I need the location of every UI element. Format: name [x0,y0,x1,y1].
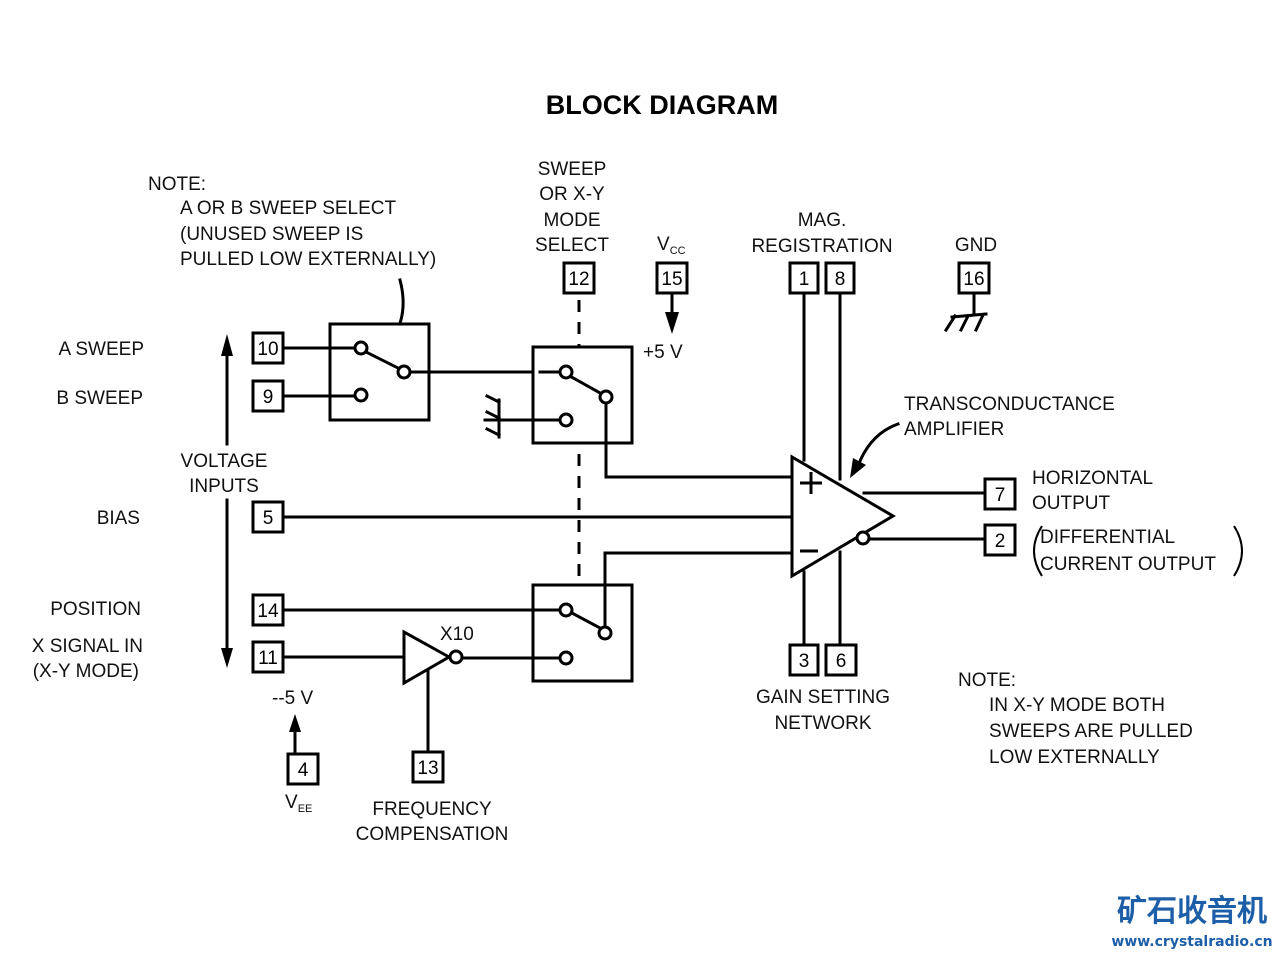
pin-13: 13 [411,750,445,784]
svg-text:IN X-Y MODE BOTH: IN X-Y MODE BOTH [989,695,1165,716]
paren-right [1233,525,1243,577]
svg-text:12: 12 [568,269,589,290]
pin-9: 9 [251,379,285,413]
transconductance-amplifier-icon [790,454,896,579]
pin-16: 16 [957,261,991,295]
svg-text:8: 8 [835,269,846,290]
svg-text:SELECT: SELECT [535,235,609,256]
pin-7: 7 [983,477,1017,511]
gain-setting-label: GAIN SETTING [756,687,890,708]
svg-text:4: 4 [298,760,309,781]
svg-text:16: 16 [963,269,984,290]
ground-icon [943,291,988,333]
horizontal-output-label: OUTPUT [1032,493,1111,514]
freq-comp-label: FREQUENCY [372,799,492,820]
pin-14: 14 [251,593,285,627]
pin-3: 3 [788,643,820,677]
svg-text:LOW EXTERNALLY: LOW EXTERNALLY [989,747,1160,768]
pin-6: 6 [824,643,858,677]
paren-left [1033,525,1043,577]
arrowhead-icon [850,458,866,478]
svg-text:1: 1 [799,269,810,290]
note-line: PULLED LOW EXTERNALLY) [180,249,436,270]
svg-text:10: 10 [257,339,278,360]
freq-comp-label: COMPENSATION [356,824,509,845]
watermark-brand: 矿石收音机 [1117,894,1267,929]
label-b-sweep: B SWEEP [56,388,143,409]
svg-text:SWEEP: SWEEP [538,159,607,180]
pin-5: 5 [251,500,285,534]
horizontal-output-label: HORIZONTAL [1032,468,1153,489]
lower-mode-switch [281,551,794,683]
vee-voltage: --5 V [272,688,314,709]
differential-output-label: CURRENT OUTPUT [1040,554,1216,575]
vcc-label: VCC [657,234,686,257]
pin-10: 10 [251,331,285,365]
vcc-voltage: +5 V [643,342,683,363]
pin-12: 12 [562,261,596,295]
watermark-url: www.crystalradio.cn [1111,934,1272,950]
label-bias: BIAS [97,508,140,529]
ground-icon [484,393,502,439]
amplifier-label: TRANSCONDUCTANCE [904,394,1115,415]
svg-text:11: 11 [258,648,278,669]
note-xy-mode: NOTE: IN X-Y MODE BOTH SWEEPS ARE PULLED… [958,670,1193,768]
diagram-title: BLOCK DIAGRAM [546,90,778,120]
svg-text:NOTE:: NOTE: [958,670,1016,691]
vee-label: VEE [285,792,312,815]
arrow-down-icon [665,312,679,334]
differential-output-label: DIFFERENTIAL [1040,527,1175,548]
label-inputs: INPUTS [189,476,259,497]
svg-text:14: 14 [257,601,279,622]
arrow-down-icon [221,648,233,668]
svg-text:3: 3 [799,651,810,672]
mode-select-label: SWEEP OR X-Y MODE SELECT [535,159,609,256]
label-x-signal: X SIGNAL IN [32,636,143,657]
pin-8: 8 [824,261,856,295]
pointer-arrow-icon [856,422,900,468]
pin-4: 4 [286,752,320,786]
label-position: POSITION [50,599,141,620]
arrow-up-icon [221,334,233,356]
registration-label: REGISTRATION [751,236,892,257]
svg-text:15: 15 [661,269,682,290]
label-voltage: VOLTAGE [181,451,268,472]
pin-2: 2 [983,523,1017,557]
buffer-gain: X10 [440,624,474,645]
gain-setting-label: NETWORK [774,713,871,734]
svg-text:5: 5 [263,508,274,529]
mag-label: MAG. [798,210,847,231]
note-heading: NOTE: [148,174,206,195]
svg-text:OR X-Y: OR X-Y [539,184,605,205]
x10-buffer-icon [281,629,464,754]
amplifier-label: AMPLIFIER [904,419,1004,440]
label-x-signal-mode: (X-Y MODE) [33,661,139,682]
svg-text:SWEEPS ARE PULLED: SWEEPS ARE PULLED [989,721,1193,742]
upper-mode-switch [483,345,794,479]
svg-text:7: 7 [995,485,1006,506]
svg-text:9: 9 [263,387,274,408]
watermark: 矿石收音机 www.crystalradio.cn [1111,894,1272,950]
note-line: (UNUSED SWEEP IS [180,224,363,245]
svg-text:2: 2 [995,531,1006,552]
pin-1: 1 [788,261,820,295]
arrow-up-icon [289,714,301,732]
sweep-select-switch [281,322,542,422]
label-a-sweep: A SWEEP [58,339,144,360]
svg-text:MODE: MODE [544,210,601,231]
note-sweep-select: NOTE: A OR B SWEEP SELECT (UNUSED SWEEP … [148,174,436,270]
svg-text:13: 13 [417,758,438,779]
pin-15: 15 [655,261,689,295]
svg-text:6: 6 [836,651,847,672]
gnd-label: GND [955,235,997,256]
note-line: A OR B SWEEP SELECT [180,198,397,219]
pin-11: 11 [251,640,285,674]
